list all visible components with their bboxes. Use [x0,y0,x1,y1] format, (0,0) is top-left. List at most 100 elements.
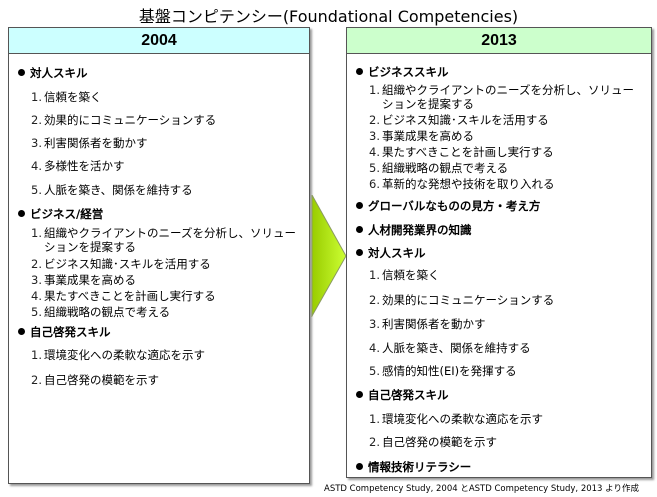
item-text: グローバルなものの見方・考え方 [368,199,541,213]
bullet-icon [356,226,363,233]
list-item: 5.組織戦略の観点で考える [31,305,170,319]
item-text: ビジネス知識･スキルを活用する [43,257,211,271]
arrow-right-icon [311,195,347,317]
category-heading: 対人スキル [356,246,426,260]
bullet-icon [18,328,25,335]
item-text: ビジネス知識･スキルを活用する [381,113,549,127]
item-text: 組織戦略の観点で考える [381,161,509,175]
item-number: 2. [31,373,42,387]
list-item: 4.果たすべきことを計画し実行する [31,289,216,303]
item-number: 2. [31,113,42,127]
panel-header-2004: 2004 [9,28,309,54]
bullet-icon [356,391,363,398]
list-item: 2.ビジネス知識･スキルを活用する [31,257,211,271]
item-text: 自己啓発スキル [30,325,111,339]
item-number: 5. [31,183,42,197]
item-text: 効果的にコミュニケーションする [381,293,555,307]
list-item: 2.効果的にコミュニケーションする [369,293,554,307]
item-text: 対人スキル [368,246,426,260]
item-text: 情報技術リテラシー [368,460,472,474]
list-item: 3.事業成果を高める [31,273,136,287]
bullet-icon [356,202,363,209]
item-text: ビジネススキル [368,65,449,79]
item-number: 3. [31,273,42,287]
category-heading: ビジネス/経営 [18,207,103,221]
item-number: 5. [369,364,380,378]
list-item: 5.感情的知性(EI)を発揮する [369,364,517,378]
list-item: 2.効果的にコミュニケーションする [31,113,216,127]
bullet-icon [356,463,363,470]
item-text: 自己啓発スキル [368,388,449,402]
item-text: 利害関係者を動かす [381,317,486,331]
item-number: 5. [369,161,380,175]
bullet-icon [356,249,363,256]
list-item: 4.人脈を築き、関係を維持する [369,341,531,355]
list-item: 2.自己啓発の模範を示す [31,373,159,387]
item-text: 人材開発業界の知識 [368,223,472,237]
list-item: 3.利害関係者を動かす [369,317,485,331]
list-item: 3.利害関係者を動かす [31,136,147,150]
item-text: 自己啓発の模範を示す [381,435,497,449]
item-number: 1. [31,90,42,104]
panel-header-2013: 2013 [347,28,651,54]
list-item: 6.革新的な発想や技術を取り入れる [369,177,554,191]
item-number: 1. [369,412,380,426]
list-item: 5.組織戦略の観点で考える [369,161,508,175]
list-item: 4.多様性を活かす [31,159,124,173]
item-text: 事業成果を高める [381,129,474,143]
item-number: 1. [31,226,42,240]
item-text: 事業成果を高める [43,273,136,287]
list-item-continuation: ションを提案する [44,240,136,254]
item-text: 果たすべきことを計画し実行する [381,145,554,159]
item-text: 革新的な発想や技術を取り入れる [381,177,555,191]
item-text: 組織戦略の観点で考える [43,305,171,319]
item-number: 4. [369,145,380,159]
item-text: 対人スキル [30,66,88,80]
source-note: ASTD Competency Study, 2004 とASTD Compet… [324,484,639,494]
item-number: 2. [369,293,380,307]
category-heading: グローバルなものの見方・考え方 [356,199,540,213]
list-item: 2.ビジネス知識･スキルを活用する [369,113,549,127]
item-text: 組織やクライアントのニーズを分析し、ソリュー [381,83,634,97]
category-heading: ビジネススキル [356,65,449,79]
category-heading: 自己啓発スキル [356,388,449,402]
list-item: 4.果たすべきことを計画し実行する [369,145,554,159]
item-text: 信頼を築く [381,268,440,282]
item-number: 4. [31,289,42,303]
item-number: 3. [369,317,380,331]
item-text: 環境変化への柔軟な適応を示す [43,348,205,362]
list-item: 3.事業成果を高める [369,129,474,143]
item-text: 効果的にコミュニケーションする [43,113,217,127]
item-number: 1. [369,83,380,97]
item-text: 果たすべきことを計画し実行する [43,289,216,303]
list-item: 1.信頼を築く [31,90,101,104]
item-number: 6. [369,177,380,191]
item-number: 5. [31,305,42,319]
page-title: 基盤コンピテンシー(Foundational Competencies) [138,7,519,26]
item-number: 2. [31,257,42,271]
category-heading: 自己啓発スキル [18,325,111,339]
item-number: 2. [369,435,380,449]
bullet-icon [18,69,25,76]
item-number: 3. [31,136,42,150]
list-item: 1.組織やクライアントのニーズを分析し、ソリュー [369,83,634,97]
item-text: 組織やクライアントのニーズを分析し、ソリュー [43,226,296,240]
item-text: ビジネス/経営 [30,207,104,221]
list-item-continuation: ションを提案する [382,97,474,111]
list-item: 1.信頼を築く [369,268,439,282]
bullet-icon [356,68,363,75]
item-text: 人脈を築き、関係を維持する [381,341,531,355]
category-heading: 人材開発業界の知識 [356,223,472,237]
item-number: 4. [369,341,380,355]
item-text: 人脈を築き、関係を維持する [43,183,193,197]
item-text: 感情的知性(EI)を発揮する [381,364,517,378]
item-number: 1. [31,348,42,362]
item-number: 2. [369,113,380,127]
item-text: 信頼を築く [43,90,102,104]
bullet-icon [18,210,25,217]
list-item: 1.環境変化への柔軟な適応を示す [31,348,205,362]
list-item: 1.組織やクライアントのニーズを分析し、ソリュー [31,226,296,240]
item-text: 多様性を活かす [43,159,125,173]
list-item: 1.環境変化への柔軟な適応を示す [369,412,543,426]
